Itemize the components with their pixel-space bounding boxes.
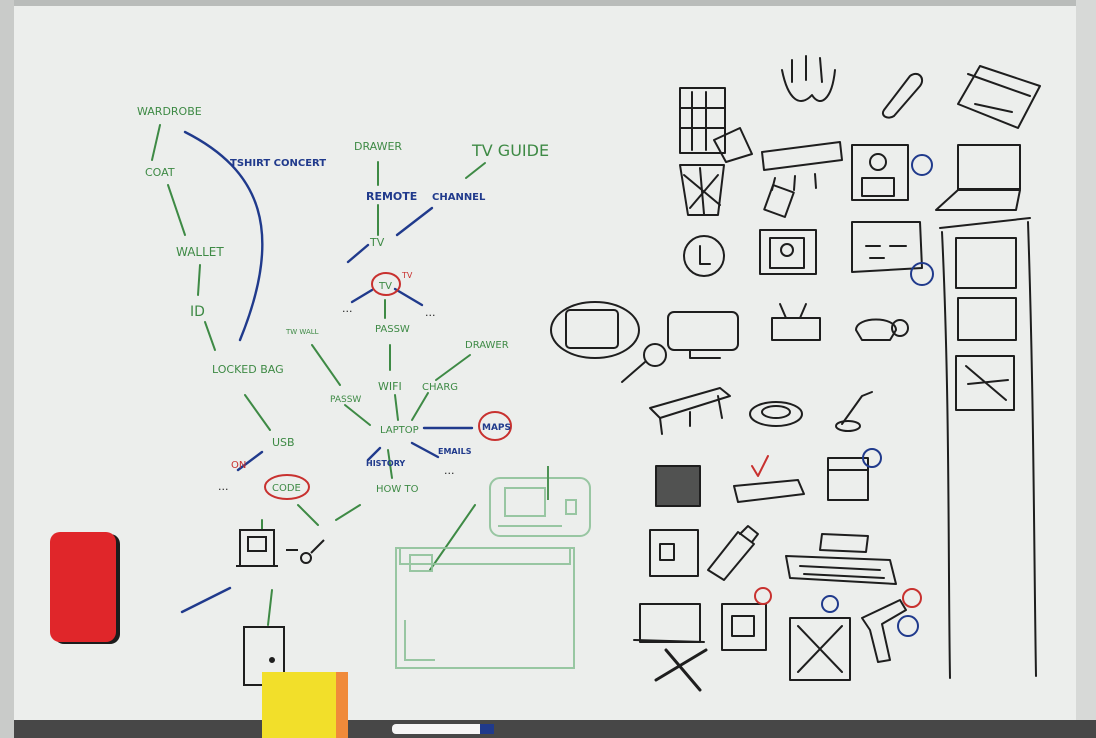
- portrait-icon: [759, 229, 817, 275]
- node-code: CODE: [272, 483, 301, 494]
- room-sketch: [395, 466, 591, 669]
- remote-icon: [882, 72, 924, 119]
- node-tv-red: TV: [401, 271, 413, 280]
- node-wifi: WIFI: [378, 380, 402, 393]
- laptop-icon: [935, 144, 1021, 211]
- radio-icon: [771, 303, 821, 341]
- board-surface: [8, 6, 1076, 724]
- calendar-icon: [957, 65, 1041, 129]
- phone-card-icon: [550, 301, 667, 383]
- node-ellipsis-1: ...: [218, 480, 229, 493]
- node-id: ID: [190, 304, 205, 320]
- node-wardrobe: WARDROBE: [137, 105, 202, 118]
- eraser: [50, 532, 120, 644]
- node-laptop: LAPTOP: [380, 425, 419, 436]
- telephone-icon: [855, 318, 909, 341]
- clock-icon: [683, 235, 725, 277]
- keyboard-icon: [785, 533, 897, 585]
- toilet-icon: [749, 401, 803, 427]
- safe-icon: [649, 529, 699, 577]
- node-usb: USB: [272, 436, 295, 449]
- waste-basket-icon: [679, 164, 725, 216]
- pistol-icon: [861, 599, 907, 663]
- bookcase-icon: [655, 465, 701, 507]
- mind-map-lines: [151, 124, 486, 626]
- router-icon: [733, 479, 805, 503]
- node-wallet: WALLET: [176, 245, 224, 259]
- node-ellipsis-2: ...: [342, 302, 353, 315]
- letter-icon: [851, 221, 923, 273]
- node-channel: CHANNEL: [432, 192, 486, 203]
- node-tv: TV: [369, 236, 385, 249]
- node-tv-guide: TV GUIDE: [471, 141, 549, 160]
- node-how-to: HOW TO: [376, 484, 419, 495]
- star-badge-2: [910, 262, 934, 286]
- node-remote: REMOTE: [366, 190, 417, 203]
- bookshelf-icon: [679, 87, 753, 163]
- star-badge-3: [862, 448, 882, 468]
- crossed-box-icon: [789, 617, 851, 681]
- node-history: HISTORY: [366, 459, 405, 468]
- frame-icon: [633, 603, 708, 692]
- node-tshirt-concert: TSHIRT CONCERT: [230, 158, 326, 169]
- person-seal-icon: [851, 144, 909, 201]
- hash-badge: [821, 595, 839, 613]
- node-emails: EMAILS: [438, 447, 472, 456]
- key-icon: [300, 539, 325, 564]
- node-ellipsis-4: ...: [444, 464, 455, 477]
- checkmark-3: [902, 588, 922, 608]
- node-coat: COAT: [145, 166, 175, 179]
- monitor-icon: [667, 311, 739, 359]
- node-passw-left: PASSW: [330, 395, 361, 405]
- table-icon: [649, 387, 731, 435]
- node-passw-top: PASSW: [375, 324, 410, 335]
- door-icon: [721, 603, 767, 651]
- bag-sketch: [236, 529, 278, 567]
- node-locked-bag: LOCKED BAG: [212, 363, 284, 376]
- usb-stick-icon: [707, 525, 759, 581]
- star-badge-1: [911, 154, 933, 176]
- star-badge-4: [897, 615, 919, 637]
- node-drawer-right: DRAWER: [465, 340, 509, 351]
- air-conditioner-icon: [761, 141, 843, 218]
- node-drawer-top: DRAWER: [354, 140, 402, 153]
- browser-panel: [939, 217, 1037, 679]
- highlight-circles: [264, 272, 512, 500]
- node-maps: MAPS: [482, 423, 511, 433]
- lamp-icon: [835, 391, 873, 432]
- checkmark-2: [754, 587, 772, 605]
- node-on: ON: [231, 460, 246, 471]
- marker-tray: [392, 724, 494, 734]
- pearls-icon: [781, 55, 836, 102]
- node-tv-circled: TV: [378, 281, 392, 292]
- node-tv-wall: TW WALL: [285, 328, 319, 336]
- sticky-note: [262, 672, 348, 738]
- checkmark-1: [751, 455, 769, 477]
- node-ellipsis-3: ...: [425, 306, 436, 319]
- node-charg: CHARG: [422, 382, 458, 393]
- bin-icon: [827, 457, 869, 501]
